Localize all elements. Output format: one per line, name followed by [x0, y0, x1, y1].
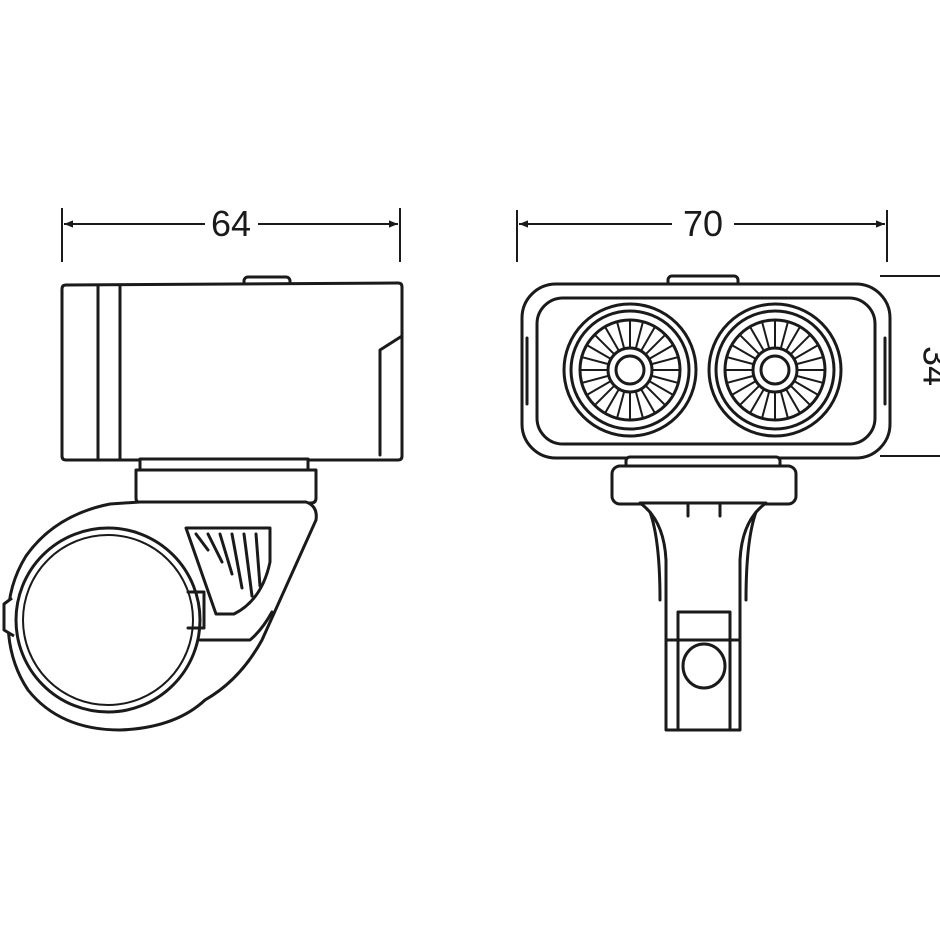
reflector-fin — [761, 322, 770, 349]
lens-reflector-fins — [581, 321, 679, 419]
reflector-fin — [780, 391, 789, 418]
reflector-fin — [640, 389, 656, 413]
reflector-fin — [594, 385, 615, 406]
reflector-fin — [635, 322, 644, 349]
reflector-fin — [604, 327, 620, 351]
reflector-fin — [649, 380, 673, 396]
reflector-fin — [582, 375, 609, 384]
reflector-fin — [739, 385, 760, 406]
reflector-fin — [785, 389, 801, 413]
reflector-fin — [651, 375, 678, 384]
reflector-fin — [794, 380, 818, 396]
reflector-fin — [790, 334, 811, 355]
reflector-fin — [645, 334, 666, 355]
led-lens-left — [562, 302, 698, 438]
width-dimension-side: 64 — [61, 203, 401, 262]
reflector-fin — [732, 380, 756, 396]
mount-stem-front — [638, 501, 768, 732]
vent-slots — [194, 532, 262, 598]
dimension-label-64: 64 — [211, 203, 251, 244]
reflector-fin — [796, 356, 823, 365]
reflector-fin — [796, 375, 823, 384]
reflector-fin — [587, 380, 611, 396]
reflector-fin — [645, 385, 666, 406]
reflector-fin — [635, 391, 644, 418]
led-lens-right — [707, 302, 843, 438]
reflector-fin — [582, 356, 609, 365]
dimension-label-70: 70 — [683, 203, 723, 244]
front-view: 70 34 — [516, 203, 940, 732]
reflector-fin — [749, 389, 765, 413]
reflector-fin — [651, 356, 678, 365]
reflector-fin — [794, 344, 818, 360]
reflector-fin — [616, 322, 625, 349]
reflector-fin — [780, 322, 789, 349]
height-dimension-front: 34 — [880, 275, 940, 457]
reflector-fin — [727, 356, 754, 365]
reflector-fin — [649, 344, 673, 360]
reflector-fin — [604, 389, 620, 413]
reflector-fin — [594, 334, 615, 355]
mount-base-side — [134, 457, 318, 505]
lamp-housing-side — [60, 275, 404, 462]
reflector-fin — [640, 327, 656, 351]
reflector-fin — [587, 344, 611, 360]
reflector-fin — [739, 334, 760, 355]
mount-base-front — [610, 455, 798, 506]
reflector-fin — [790, 385, 811, 406]
reflector-fin — [732, 344, 756, 360]
dimension-label-34: 34 — [916, 346, 940, 386]
width-dimension-front: 70 — [516, 203, 888, 262]
reflector-fin — [785, 327, 801, 351]
reflector-fin — [727, 375, 754, 384]
reflector-fin — [616, 391, 625, 418]
lens-reflector-fins — [726, 321, 824, 419]
reflector-fin — [761, 391, 770, 418]
handlebar-clamp — [2, 500, 318, 732]
side-view: 64 — [2, 203, 404, 732]
reflector-fin — [749, 327, 765, 351]
